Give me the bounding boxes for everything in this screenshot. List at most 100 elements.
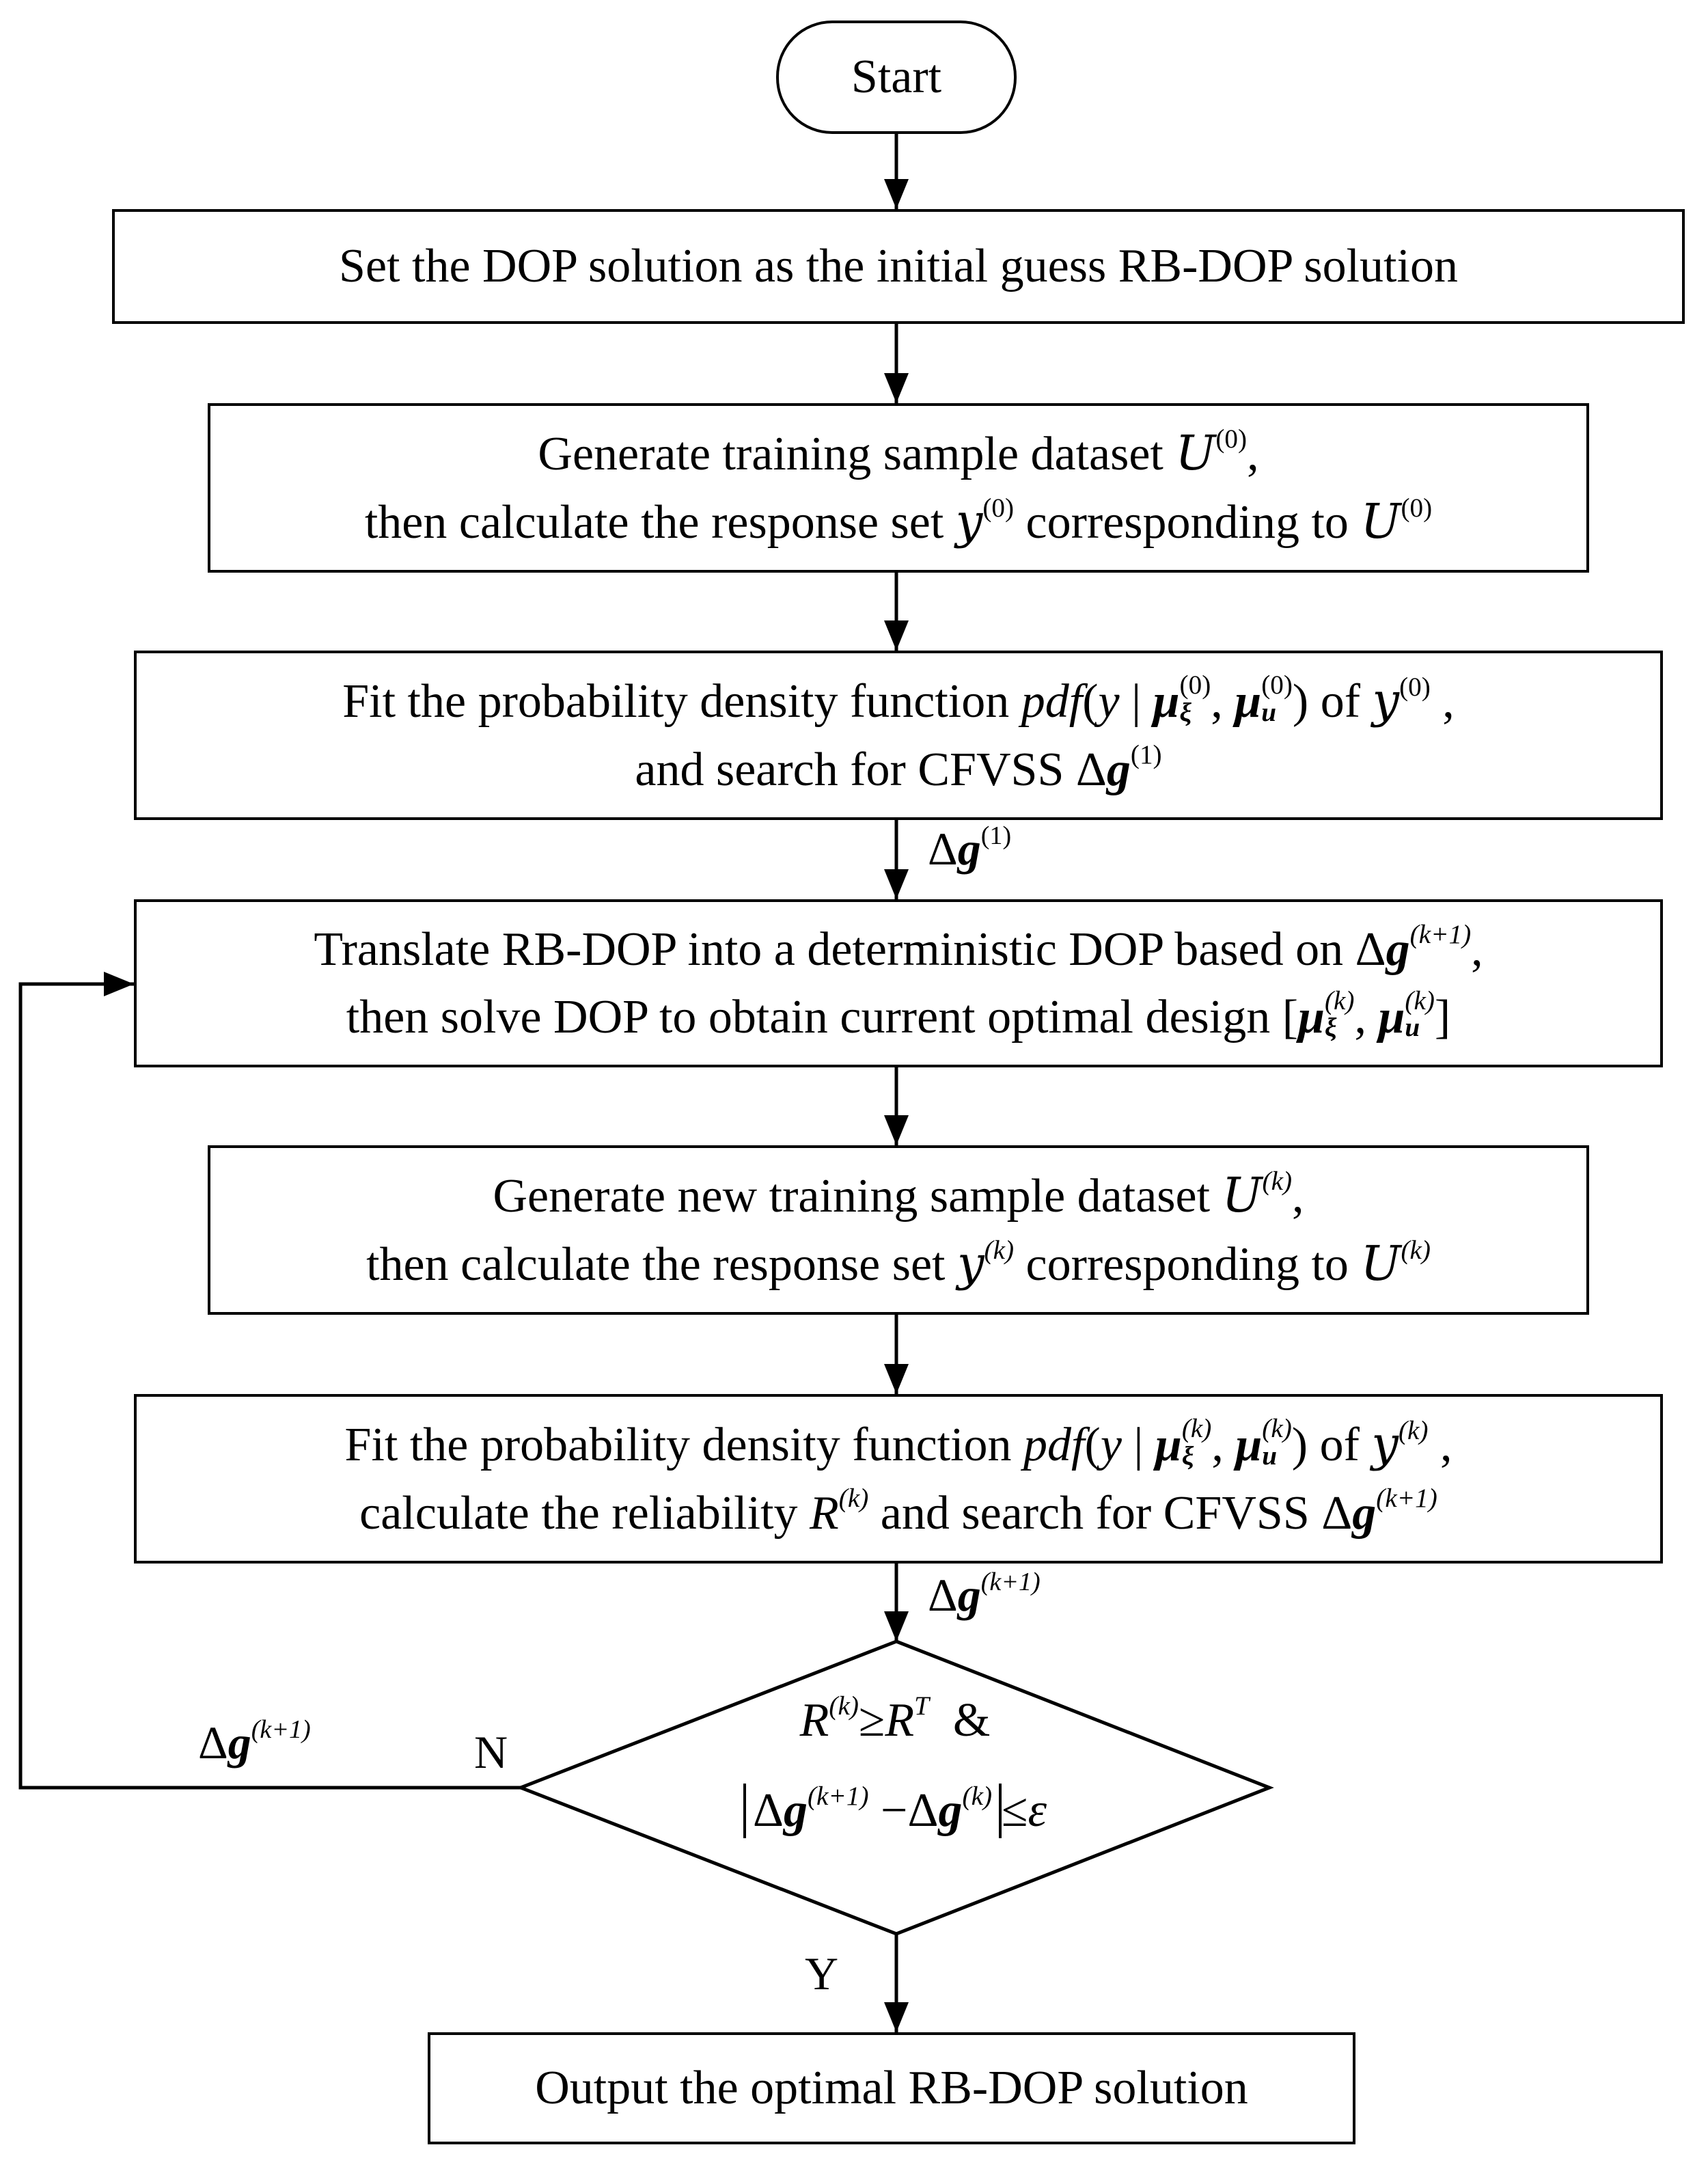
superscript: (k) [962, 1781, 993, 1811]
step-generate-new-samples: Generate new training sample dataset U(k… [208, 1145, 1589, 1315]
dataset-symbol: U [1360, 493, 1401, 549]
arrowhead-end [884, 2002, 909, 2032]
text-segment: , [1247, 427, 1259, 480]
mean-symbol: μ [1235, 675, 1262, 728]
text-segment: then calculate the response set [366, 1238, 946, 1291]
arrowhead-step4 [884, 869, 909, 899]
sub-sup-stack: (k)ξ [1181, 1414, 1212, 1471]
superscript: (k+1) [1376, 1484, 1437, 1514]
step-generate-samples: Generate training sample dataset U(0), t… [208, 403, 1589, 573]
text-segment: , [1442, 675, 1455, 728]
dataset-symbol: U [1360, 1235, 1401, 1292]
loop-back-connector [18, 982, 521, 1790]
step-generate-new-samples-line2: then calculate the response set y(k) cor… [366, 1230, 1431, 1298]
start-label: Start [851, 51, 942, 104]
superscript: (k) [829, 1691, 859, 1721]
text-segment: corresponding to [1025, 496, 1349, 549]
mean-symbol: μ [1298, 991, 1325, 1043]
end-terminal: Output the optimal RB-DOP solution [428, 2032, 1355, 2144]
variable-symbol: y [1100, 1419, 1122, 1472]
shift-vector-symbol: g [783, 1784, 808, 1837]
superscript: (k+1) [807, 1781, 869, 1811]
superscript: (0) [1401, 493, 1433, 523]
leq-symbol: ≤ [1002, 1784, 1028, 1837]
text-segment: Generate training sample dataset [538, 427, 1163, 480]
superscript: (0) [982, 493, 1015, 523]
arrowhead-step2 [884, 373, 909, 403]
text-segment: and search for CFVSS [635, 743, 1064, 796]
step-fit-pdf-reliability-line2: calculate the reliability R(k) and searc… [359, 1479, 1437, 1547]
response-set-symbol: y [956, 1235, 984, 1292]
sub-sup-stack: (0)ξ [1179, 670, 1211, 727]
start-terminal: Start [776, 21, 1017, 134]
text-segment: , [1440, 1419, 1452, 1472]
mean-symbol: μ [1155, 1419, 1182, 1472]
edge-label-delta-gk1-loop: Δg(k+1) [198, 1715, 311, 1769]
step-translate-solve: Translate RB-DOP into a deterministic DO… [134, 899, 1663, 1067]
step-fit-pdf-initial-line1: Fit the probability density function pdf… [342, 670, 1455, 729]
delta-symbol: Δ [1075, 743, 1107, 796]
text-segment: calculate the reliability [359, 1486, 798, 1540]
shift-vector-symbol: g [938, 1784, 963, 1837]
end-label: Output the optimal RB-DOP solution [535, 2062, 1248, 2115]
step-init-dop: Set the DOP solution as the initial gues… [112, 209, 1685, 324]
decision-condition-line2: Δg(k+1) −Δg(k)≤ε [519, 1781, 1271, 1838]
epsilon-symbol: ε [1028, 1784, 1047, 1837]
reliability-symbol: R [885, 1694, 915, 1747]
delta-symbol: Δ [752, 1784, 784, 1837]
edge-label-delta-gk1-down: Δg(k+1) [928, 1567, 1041, 1621]
text-segment: Generate new training sample dataset [493, 1169, 1211, 1223]
superscript: (1) [1130, 740, 1162, 770]
text-segment: then calculate the response set [364, 496, 944, 549]
step-fit-pdf-initial: Fit the probability density function pdf… [134, 651, 1663, 820]
and-symbol: & [952, 1694, 991, 1747]
variable-symbol: y [1098, 675, 1120, 728]
superscript: (k) [1262, 1166, 1293, 1197]
text-segment: , [1471, 923, 1483, 976]
superscript: (k) [1401, 1235, 1431, 1265]
mean-symbol: μ [1378, 991, 1405, 1043]
superscript: (0) [1215, 424, 1248, 454]
text-segment: Fit the probability density function [342, 675, 1010, 728]
sub-sup-stack: (k)u [1262, 1414, 1292, 1471]
text-segment: of [1320, 675, 1361, 728]
arrowhead-step1 [884, 179, 909, 209]
delta-symbol: Δ [907, 1784, 939, 1837]
shift-vector-symbol: g [1106, 743, 1131, 796]
superscript: (k) [838, 1484, 869, 1514]
step-translate-solve-line1: Translate RB-DOP into a deterministic DO… [314, 916, 1483, 983]
sub-sup-stack: (0)u [1261, 670, 1293, 727]
minus-symbol: − [881, 1784, 908, 1837]
dataset-symbol: U [1222, 1166, 1263, 1223]
edge-label-yes: Y [805, 1948, 839, 1999]
step-fit-pdf-reliability-line1: Fit the probability density function pdf… [344, 1414, 1452, 1473]
mean-symbol: μ [1235, 1419, 1263, 1472]
dataset-symbol: U [1175, 424, 1216, 481]
response-set-symbol: y [955, 493, 983, 549]
response-set-symbol: y [1371, 1416, 1399, 1473]
reliability-symbol: R [799, 1694, 829, 1747]
step-generate-new-samples-line1: Generate new training sample dataset U(k… [493, 1162, 1304, 1230]
reliability-symbol: R [810, 1486, 839, 1540]
text-segment: then solve DOP to obtain current optimal… [346, 991, 1271, 1043]
delta-symbol: Δ [1321, 1486, 1353, 1540]
pdf-symbol: pdf [1021, 675, 1083, 728]
superscript: T [914, 1691, 929, 1721]
arrowhead-step6 [884, 1364, 909, 1394]
superscript: (0) [1399, 672, 1431, 702]
superscript: (k) [984, 1235, 1015, 1265]
edge-label-no: N [474, 1726, 508, 1778]
arrowhead-step3 [884, 620, 909, 651]
sub-sup-stack: (k)ξ [1324, 986, 1355, 1043]
text-segment: Translate RB-DOP into a deterministic DO… [314, 923, 1344, 976]
arrowhead-step5 [884, 1115, 909, 1145]
step-translate-solve-line2: then solve DOP to obtain current optimal… [346, 986, 1451, 1043]
superscript: (k+1) [1409, 920, 1472, 950]
step-init-dop-text: Set the DOP solution as the initial gues… [339, 240, 1458, 293]
text-segment: Fit the probability density function [344, 1419, 1012, 1472]
geq-symbol: ≥ [858, 1694, 885, 1747]
arrowhead-loop [104, 972, 134, 996]
pdf-symbol: pdf [1023, 1419, 1085, 1472]
text-segment: and search for CFVSS [880, 1486, 1310, 1540]
text-segment: of [1319, 1419, 1360, 1472]
